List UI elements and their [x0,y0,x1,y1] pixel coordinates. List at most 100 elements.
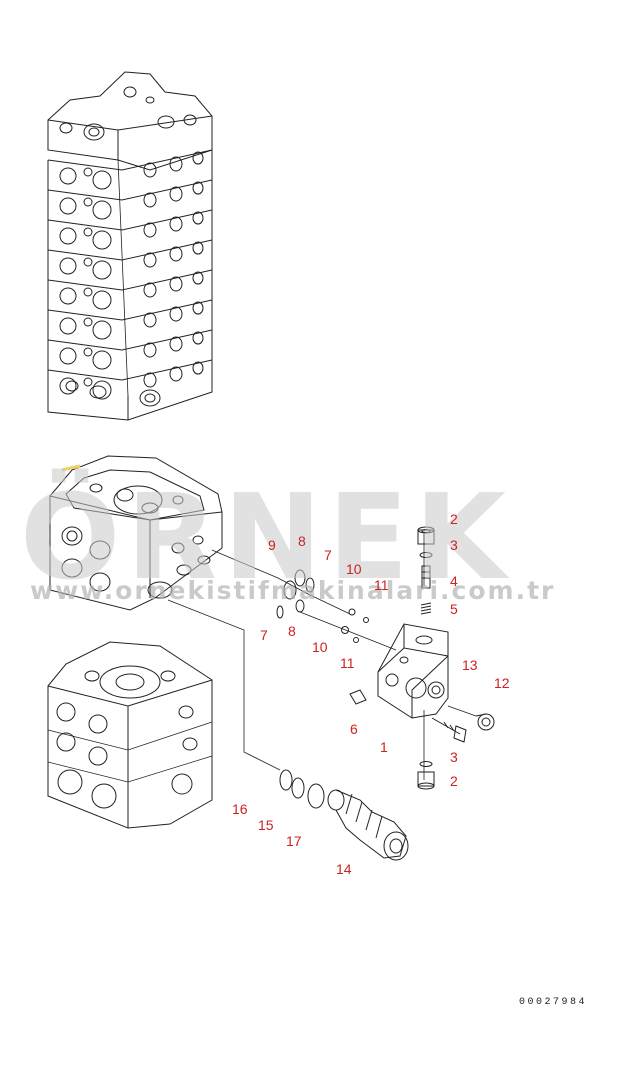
callout-15: 15 [258,817,274,833]
stack-section-detail [192,181,204,195]
callout-11-top: 11 [374,577,389,593]
stack-section-detail [192,361,204,375]
callout-2-bottom: 2 [450,773,458,789]
stack-section-detail [59,317,77,335]
stack-section-detail [192,271,204,285]
callout-11-bottom: 11 [340,655,355,671]
part-11-ball-lower [353,637,359,643]
callout-1: 1 [380,739,388,755]
part-3-top-oring [419,552,433,558]
stack-section-detail [169,366,183,382]
stack-section-detail [143,282,157,298]
part-1-valve-body [377,623,449,719]
stack-section-detail [169,186,183,202]
stack-section-detail [169,336,183,352]
callout-12: 12 [494,675,510,691]
callout-8-bottom: 8 [288,623,296,639]
part-15-ring [291,777,305,799]
callout-9: 9 [268,537,276,553]
callout-4: 4 [450,573,458,589]
part-9-oring [283,580,297,600]
part-10-plug-lower [341,626,349,634]
stack-section-detail [192,151,204,165]
stack-section-detail [92,260,112,280]
part-6-plug [349,689,367,705]
stack-section-detail [47,209,213,231]
callout-3-bottom: 3 [450,749,458,765]
stack-section-detail [59,167,77,185]
stack-section-detail [143,372,157,388]
stack-section-detail [47,269,213,291]
stack-section-detail [192,211,204,225]
stack-section-detail [92,350,112,370]
stack-section-detail [169,306,183,322]
callout-5: 5 [450,601,458,617]
stack-section-detail [92,290,112,310]
stack-section-detail [47,179,213,201]
part-2-bottom-plug [417,771,435,790]
stack-section-detail [92,200,112,220]
stack-section-detail [169,246,183,262]
watermark-brand: ÖRNEK [20,468,512,606]
document-id: 00027984 [519,997,588,1008]
stack-section-detail [143,192,157,208]
part-8-oring [294,569,306,587]
stack-section-detail [192,301,204,315]
callout-17: 17 [286,833,302,849]
stack-section-detail [83,197,93,207]
stack-section-detail [83,377,93,387]
stack-section-detail [169,156,183,172]
stack-section-detail [83,287,93,297]
stack-section-detail [83,257,93,267]
stack-section-detail [47,299,213,321]
stack-section-detail [47,149,213,171]
stack-section-detail [143,342,157,358]
stack-section-detail [59,287,77,305]
stack-section-detail [92,170,112,190]
stack-section-detail [169,276,183,292]
part-16-ring [279,769,293,791]
part-2-top-plug [417,526,435,545]
callout-2-top: 2 [450,511,458,527]
stack-section-detail [59,197,77,215]
stack-section-detail [143,162,157,178]
stack-section-detail [92,230,112,250]
part-5-spring [420,602,432,615]
part-17-ring [307,783,325,809]
valve-base-block [47,641,213,829]
part-4-pin [421,565,431,589]
stack-section-detail [59,227,77,245]
stack-section-detail [59,377,77,395]
stack-section-detail [83,227,93,237]
part-14-cartridge [327,789,409,861]
stack-section-detail [92,320,112,340]
callout-14: 14 [336,861,352,877]
stack-section-detail [143,312,157,328]
part-12-plug [475,713,495,731]
callout-13: 13 [462,657,478,673]
part-11-ball [363,617,369,623]
stack-section-detail [47,329,213,351]
watermark-url: www.ornekistifmakinalari.com.tr [30,576,556,605]
callout-16: 16 [232,801,248,817]
callout-7-bottom: 7 [260,627,268,643]
callout-10-top: 10 [346,561,362,577]
stack-section-detail [169,216,183,232]
stack-section-detail [83,347,93,357]
callout-6: 6 [350,721,358,737]
stack-section-detail [92,380,112,400]
stack-section-detail [83,167,93,177]
stack-section-detail [143,222,157,238]
stack-section-detail [192,331,204,345]
stack-section-detail [47,359,213,381]
callout-10-bottom: 10 [312,639,328,655]
part-10-plug [348,608,356,616]
part-13-bolt [431,717,467,743]
stack-section-detail [192,241,204,255]
part-7-oring-lower [276,605,284,619]
part-3-bottom-oring [419,761,433,767]
stack-section-detail [59,257,77,275]
part-7-oring [305,577,315,593]
callout-3-top: 3 [450,537,458,553]
